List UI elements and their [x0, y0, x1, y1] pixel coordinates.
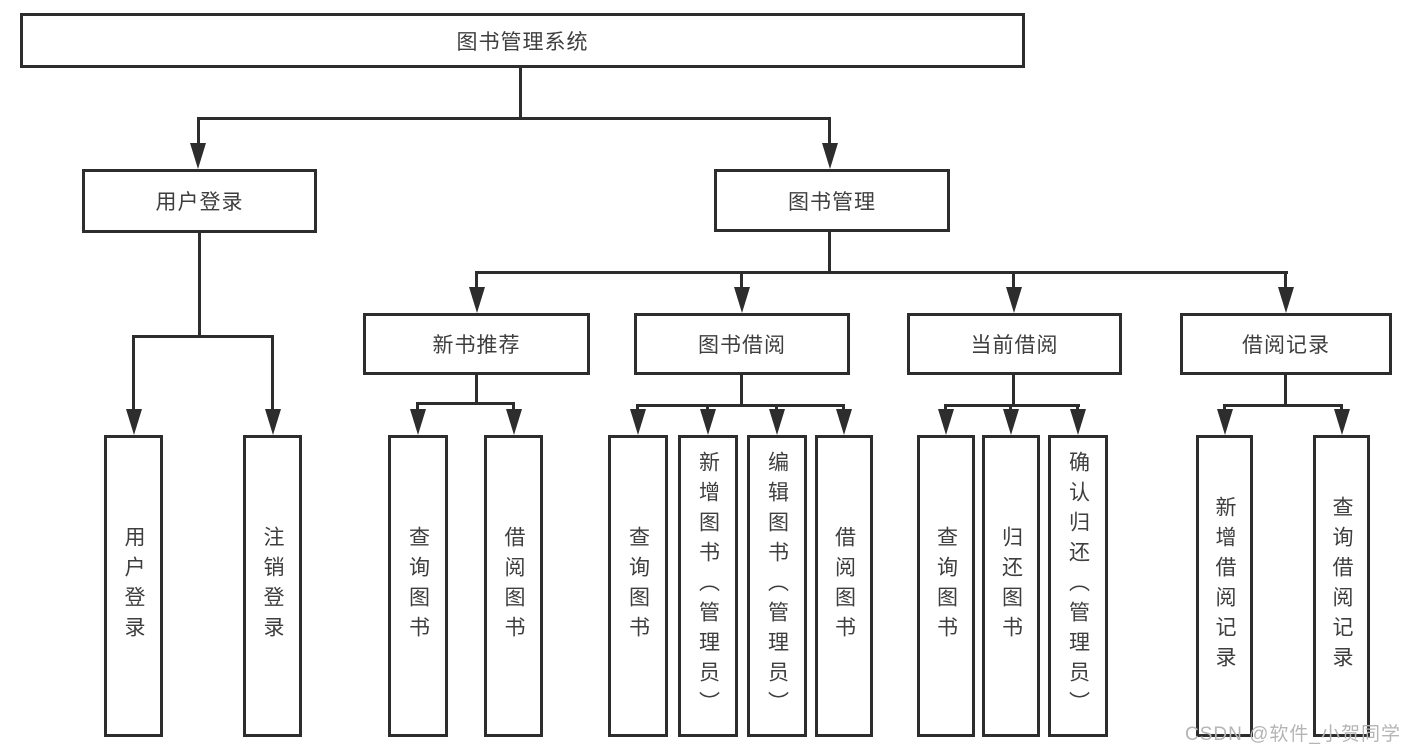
node-borrowing-records: 借阅记录 — [1180, 313, 1392, 375]
connector-line — [197, 117, 831, 120]
leaf-label: 归还图书 — [999, 526, 1023, 646]
leaf-confirm-return-admin: 确认归还（管理员） — [1048, 435, 1108, 737]
arrow-down-icon — [1070, 409, 1086, 435]
arrow-down-icon — [1334, 409, 1350, 435]
connector-line — [1340, 404, 1343, 412]
connector-line — [636, 404, 845, 407]
connector-line — [475, 271, 478, 291]
arrow-down-icon — [700, 409, 716, 435]
arrow-down-icon — [938, 409, 954, 435]
arrow-down-icon — [469, 287, 485, 313]
connector-line — [519, 68, 522, 118]
connector-line — [1284, 375, 1287, 406]
connector-line — [828, 117, 831, 145]
leaf-borrow-books-recommend: 借阅图书 — [484, 435, 543, 737]
watermark: CSDN @软件_小贺同学 — [1185, 724, 1401, 745]
leaf-label: 查询借阅记录 — [1330, 496, 1353, 676]
connector-line — [132, 335, 135, 411]
leaf-label: 查询图书 — [934, 526, 958, 646]
connector-line — [198, 233, 201, 337]
leaf-logout: 注销登录 — [243, 435, 302, 737]
leaf-query-borrow-record: 查询借阅记录 — [1313, 435, 1370, 737]
arrow-down-icon — [1217, 409, 1233, 435]
arrow-down-icon — [265, 409, 281, 435]
connector-line — [271, 335, 274, 411]
connector-line — [1223, 404, 1226, 412]
connector-line — [1076, 404, 1079, 412]
connector-line — [828, 232, 831, 274]
node-label: 新书推荐 — [432, 334, 521, 357]
connector-line — [706, 404, 709, 412]
leaf-query-books-recommend: 查询图书 — [388, 435, 448, 737]
connector-line — [1012, 271, 1015, 291]
node-book-borrowing: 图书借阅 — [634, 313, 850, 375]
connector-line — [1012, 375, 1015, 406]
arrow-down-icon — [1006, 287, 1022, 313]
node-new-book-recommendation: 新书推荐 — [363, 313, 590, 375]
leaf-label: 借阅图书 — [832, 526, 856, 646]
leaf-label: 查询图书 — [406, 526, 430, 646]
leaf-label: 新增图书（管理员） — [696, 451, 720, 721]
arrow-down-icon — [822, 143, 838, 169]
connector-line — [475, 375, 478, 405]
leaf-return-books: 归还图书 — [982, 435, 1040, 737]
leaf-label: 借阅图书 — [502, 526, 525, 646]
leaf-label: 用户登录 — [122, 526, 145, 646]
leaf-add-borrow-record: 新增借阅记录 — [1196, 435, 1253, 737]
arrow-down-icon — [734, 287, 750, 313]
leaf-query-books-current: 查询图书 — [917, 435, 975, 737]
arrow-down-icon — [410, 409, 426, 435]
connector-line — [512, 402, 515, 412]
connector-line — [475, 271, 1288, 274]
node-book-management: 图书管理 — [714, 169, 950, 232]
leaf-label: 编辑图书（管理员） — [765, 451, 789, 721]
connector-line — [1223, 404, 1343, 407]
leaf-add-book-admin: 新增图书（管理员） — [678, 435, 738, 737]
leaf-label: 注销登录 — [261, 526, 284, 646]
connector-line — [197, 117, 200, 145]
arrow-down-icon — [126, 409, 142, 435]
leaf-borrow-books-borrowing: 借阅图书 — [815, 435, 873, 737]
connector-line — [132, 335, 274, 338]
connector-line — [740, 375, 743, 406]
arrow-down-icon — [769, 409, 785, 435]
arrow-down-icon — [630, 409, 646, 435]
connector-line — [416, 402, 515, 405]
connector-line — [416, 402, 419, 412]
connector-line — [636, 404, 639, 412]
connector-line — [1009, 404, 1012, 412]
leaf-label: 查询图书 — [626, 526, 650, 646]
node-label: 借阅记录 — [1242, 334, 1330, 357]
leaf-label: 新增借阅记录 — [1213, 496, 1236, 676]
leaf-user-login: 用户登录 — [104, 435, 163, 737]
connector-line — [1284, 271, 1287, 291]
leaf-query-books-borrowing: 查询图书 — [608, 435, 668, 737]
connector-line — [842, 404, 845, 412]
arrow-down-icon — [836, 409, 852, 435]
leaf-label: 确认归还（管理员） — [1066, 451, 1090, 721]
connector-line — [740, 271, 743, 291]
node-current-borrowing: 当前借阅 — [907, 313, 1122, 375]
leaf-edit-book-admin: 编辑图书（管理员） — [747, 435, 807, 737]
node-library-management-system: 图书管理系统 — [20, 13, 1025, 68]
node-label: 图书管理系统 — [456, 30, 589, 54]
node-label: 图书管理 — [788, 190, 876, 214]
node-user-login: 用户登录 — [82, 169, 317, 233]
connector-line — [944, 404, 947, 412]
arrow-down-icon — [190, 143, 206, 169]
node-label: 用户登录 — [155, 191, 244, 214]
connector-line — [944, 404, 1080, 407]
connector-line — [775, 404, 778, 412]
arrow-down-icon — [1003, 409, 1019, 435]
arrow-down-icon — [1278, 287, 1294, 313]
arrow-down-icon — [506, 409, 522, 435]
node-label: 图书借阅 — [698, 334, 786, 357]
node-label: 当前借阅 — [970, 334, 1059, 357]
